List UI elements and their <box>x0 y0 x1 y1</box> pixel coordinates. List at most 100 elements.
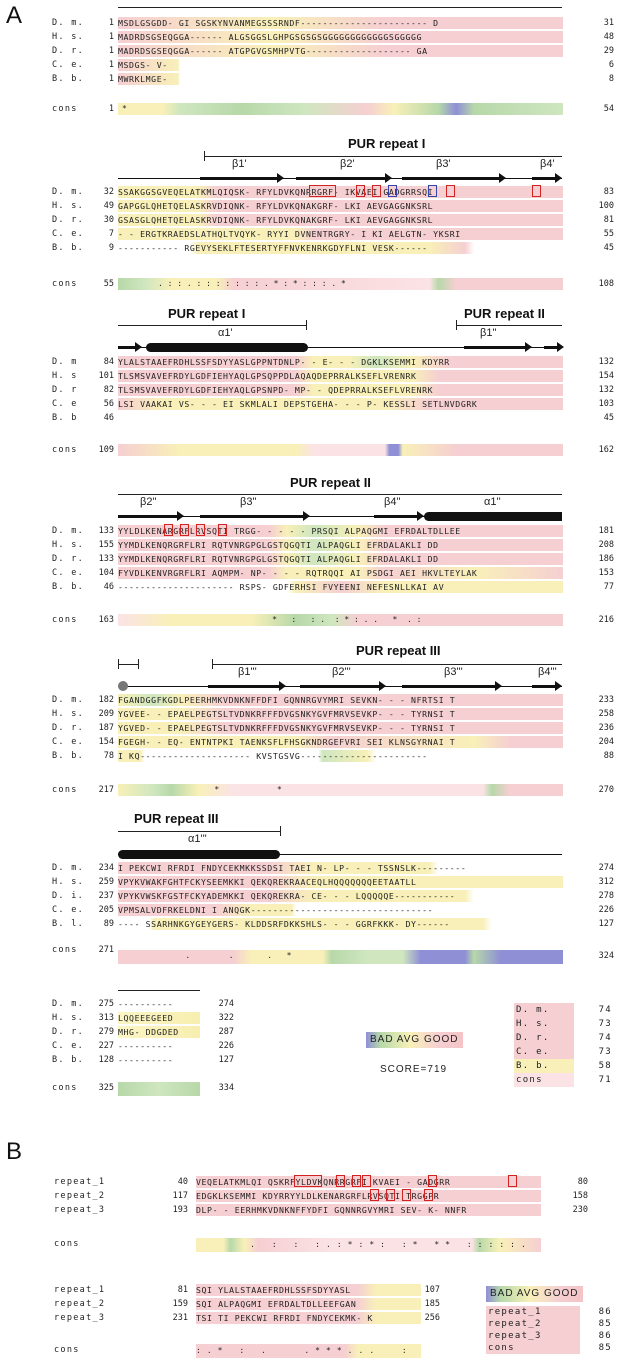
end-number: 204 <box>598 737 614 747</box>
score-value: 73 <box>598 1047 612 1057</box>
end-number: 88 <box>603 751 614 761</box>
start-number: 231 <box>172 1313 188 1323</box>
start-number: 155 <box>98 540 114 550</box>
cons-symbols: . . . * <box>118 951 292 960</box>
score-name: cons <box>514 1073 574 1087</box>
repeat-title: PUR repeat II <box>464 306 545 321</box>
score-value: 85 <box>598 1343 612 1353</box>
alpha-helix <box>146 343 308 352</box>
sequence: I PEKCWI RFRDI FNDYCEKMKKSSDSI TAEI N- L… <box>118 862 563 874</box>
repeat-start-tick <box>204 151 205 161</box>
score-value: 74 <box>598 1033 612 1043</box>
repeat-line <box>212 664 562 665</box>
helix-end-cap <box>118 681 128 691</box>
end-number: 230 <box>572 1205 588 1215</box>
start-number: 234 <box>98 863 114 873</box>
highlight-box <box>362 1175 371 1187</box>
cons-start: 325 <box>98 1083 114 1093</box>
beta-strand-arrow <box>374 511 424 521</box>
start-number: 49 <box>103 201 114 211</box>
cons-end: 108 <box>598 279 614 289</box>
end-number: 45 <box>603 413 614 423</box>
species-label: D. r <box>52 385 78 395</box>
highlight-box <box>508 1175 517 1187</box>
end-number: 83 <box>603 187 614 197</box>
end-number: 322 <box>218 1013 234 1023</box>
score-row: H. s.73 <box>514 1017 612 1031</box>
beta-strand-arrow <box>532 681 562 691</box>
conservation-bar: * <box>118 103 563 115</box>
start-number: 159 <box>172 1299 188 1309</box>
beta-strand-arrow <box>402 681 502 691</box>
repeat-end-tick <box>138 659 139 669</box>
repeat-line <box>204 156 562 157</box>
beta-strand-arrow <box>200 511 310 521</box>
start-number: 1 <box>108 32 114 42</box>
repeat-line <box>118 664 138 665</box>
beta-strand-arrow <box>544 342 564 352</box>
start-number: 30 <box>103 215 114 225</box>
beta-strand-arrow <box>300 681 386 691</box>
sequence: ---- SSARHNKGYGEYGERS- KLDDSRFDKKSHLS- -… <box>118 918 563 930</box>
sequence: MSDGS- V- <box>118 59 563 71</box>
end-number: 6 <box>608 60 614 70</box>
species-label: B. l. <box>52 919 85 929</box>
end-number: 258 <box>598 709 614 719</box>
cons-symbols: . : : . : : : : : : : . * : * : : : . * <box>158 279 346 288</box>
score-name: repeat_2 <box>486 1318 580 1330</box>
sequence: ---------- <box>118 1055 174 1065</box>
start-number: 275 <box>98 999 114 1009</box>
start-number: 1 <box>108 18 114 28</box>
strand-label: β3'' <box>240 496 257 508</box>
cons-start: 217 <box>98 785 114 795</box>
start-number: 128 <box>98 1055 114 1065</box>
sequence: GSASGLQHETQELASKRVDIQNK- RFYLDVKQNAKGRF-… <box>118 214 563 226</box>
conservation-bar <box>118 1082 200 1096</box>
highlight-box <box>532 185 541 197</box>
start-number: 81 <box>177 1285 188 1295</box>
start-number: 89 <box>103 919 114 929</box>
sequence: VPMSALVDFRKELDNI I ANQGK----------------… <box>118 904 563 916</box>
cons-symbols: . : : : . : * : * : : * * * : : : : : . … <box>250 1240 527 1249</box>
cons-label: cons <box>52 445 78 455</box>
ss-backbone <box>118 854 562 855</box>
alignment-score: SCORE=719 <box>380 1064 448 1075</box>
strand-label: β4'' <box>384 496 401 508</box>
repeat-name: repeat_2 <box>54 1191 106 1201</box>
score-value: 74 <box>598 1005 612 1015</box>
beta-strand-arrow <box>208 681 286 691</box>
start-number: 1 <box>108 46 114 56</box>
species-label: D. m <box>52 357 78 367</box>
sequence: ---------- <box>118 999 174 1009</box>
species-label: B. b. <box>52 243 85 253</box>
sequence: TLSMSVAVEFRDYLGDFIEHYAQLGPSQPPDLAQAQDEPR… <box>118 370 563 382</box>
cons-end: 324 <box>598 951 614 961</box>
highlight-box-blue <box>428 185 437 197</box>
score-name: D. m. <box>514 1003 574 1017</box>
sequence: MWRKLMGE- <box>118 73 563 85</box>
sequence: --------------------- RSPS- GDFERHSI FVY… <box>118 581 563 593</box>
helix-label: α1'' <box>484 496 501 508</box>
sequence: YLALSTAAEFRDHLSSFSDYYASLGPPNTDNLP- - E- … <box>118 356 563 368</box>
repeat-name: repeat_1 <box>54 1285 106 1295</box>
score-name: repeat_3 <box>486 1330 580 1342</box>
start-number: 46 <box>103 582 114 592</box>
color-scale-legend: BAD AVG GOOD <box>366 1032 463 1048</box>
species-label: B. b. <box>52 751 85 761</box>
species-label: H. s. <box>52 32 85 42</box>
highlight-box <box>446 185 455 197</box>
sequence: VPYKVWAKFGHTFCKYSEEMKKI QEKQREKRAACEQLHQ… <box>118 876 563 888</box>
highlight-box <box>294 1175 322 1187</box>
highlight-box <box>428 1175 437 1187</box>
highlight-box <box>402 1189 411 1201</box>
strand-label: β3''' <box>444 666 463 678</box>
cons-label: cons <box>52 785 78 795</box>
species-label: D. m. <box>52 999 85 1009</box>
cons-end: 162 <box>598 445 614 455</box>
cons-label: cons <box>54 1239 80 1249</box>
end-number: 81 <box>603 215 614 225</box>
species-label: D. m. <box>52 187 85 197</box>
cons-end: 334 <box>218 1083 234 1093</box>
cons-label: cons <box>52 945 78 955</box>
sequence: FGANDGGFKGDLPEERHMKVDNKNFFDFI GQNNRGVYMR… <box>118 694 563 706</box>
